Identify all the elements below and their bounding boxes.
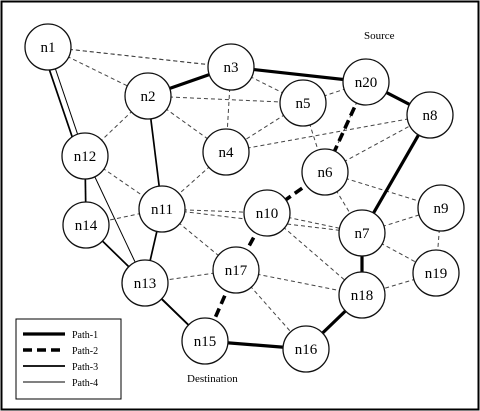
node-n10: n10	[243, 189, 291, 237]
node-n6: n6	[301, 148, 349, 196]
node-n17: n17	[212, 246, 260, 294]
node-n4: n4	[202, 128, 250, 176]
node-circle-n3	[207, 43, 255, 91]
node-circle-n16	[282, 325, 330, 373]
legend-label-path3: Path-3	[72, 362, 98, 373]
node-label-n14: n14	[75, 218, 98, 234]
node-circle-n7	[338, 209, 386, 257]
node-label-n8: n8	[423, 108, 438, 124]
node-n7: n7	[338, 209, 386, 257]
node-n1: n1	[24, 23, 72, 71]
nodes-layer: n1 n2 n3 n4 n5 n6 n7 n8 n9 n10 n11 n12 n13 n14 n15 n16 n…	[24, 23, 465, 373]
node-circle-n2	[124, 72, 172, 120]
node-label-n3: n3	[224, 60, 239, 76]
node-circle-n8	[406, 91, 454, 139]
legend-label-path1: Path-1	[72, 330, 98, 341]
node-n14: n14	[62, 201, 110, 249]
node-n20: n20	[342, 58, 390, 106]
edge-n2-n5	[147, 95, 304, 104]
node-n19: n19	[412, 249, 460, 297]
edge-n10-n17	[234, 212, 269, 271]
node-label-n4: n4	[219, 145, 235, 161]
node-circle-n1	[24, 23, 72, 71]
node-n18: n18	[338, 271, 386, 319]
legend-label-path2: Path-2	[72, 346, 98, 357]
node-n13: n13	[121, 259, 169, 307]
node-label-n18: n18	[351, 288, 374, 304]
node-circle-n11	[138, 185, 186, 233]
node-label-n17: n17	[225, 263, 248, 279]
node-label-n2: n2	[141, 89, 156, 105]
node-n2: n2	[124, 72, 172, 120]
source-label: Source	[364, 30, 395, 42]
node-label-n10: n10	[256, 206, 279, 222]
node-circle-n19	[412, 249, 460, 297]
node-n16: n16	[282, 325, 330, 373]
node-n12: n12	[61, 132, 109, 180]
node-label-n12: n12	[74, 149, 97, 165]
node-circle-n18	[338, 271, 386, 319]
node-n9: n9	[417, 184, 465, 232]
node-n3: n3	[207, 43, 255, 91]
node-circle-n15	[181, 317, 229, 365]
node-n11: n11	[138, 185, 186, 233]
node-circle-n12	[61, 132, 109, 180]
edge-n5-n6	[302, 102, 326, 173]
legend-label-path4: Path-4	[72, 378, 98, 389]
node-circle-n6	[301, 148, 349, 196]
node-circle-n14	[62, 201, 110, 249]
node-label-n7: n7	[355, 226, 371, 242]
node-circle-n10	[243, 189, 291, 237]
node-label-n15: n15	[194, 334, 217, 350]
node-label-n20: n20	[355, 75, 378, 91]
destination-label: Destination	[187, 373, 238, 385]
legend-box	[15, 318, 122, 400]
node-n8: n8	[406, 91, 454, 139]
node-label-n6: n6	[318, 165, 334, 181]
node-circle-n4	[202, 128, 250, 176]
node-label-n13: n13	[134, 276, 157, 292]
node-label-n5: n5	[296, 96, 311, 112]
node-label-n11: n11	[151, 202, 173, 218]
node-circle-n20	[342, 58, 390, 106]
node-circle-n13	[121, 259, 169, 307]
legend: Path-1 Path-2 Path-3 Path-4	[15, 318, 122, 400]
node-circle-n17	[212, 246, 260, 294]
node-label-n9: n9	[434, 201, 449, 217]
node-label-n19: n19	[425, 266, 448, 282]
node-n5: n5	[279, 79, 327, 127]
node-circle-n5	[279, 79, 327, 127]
node-n15: n15	[181, 317, 229, 365]
node-circle-n9	[417, 184, 465, 232]
node-label-n16: n16	[295, 342, 318, 358]
node-label-n1: n1	[41, 40, 56, 56]
